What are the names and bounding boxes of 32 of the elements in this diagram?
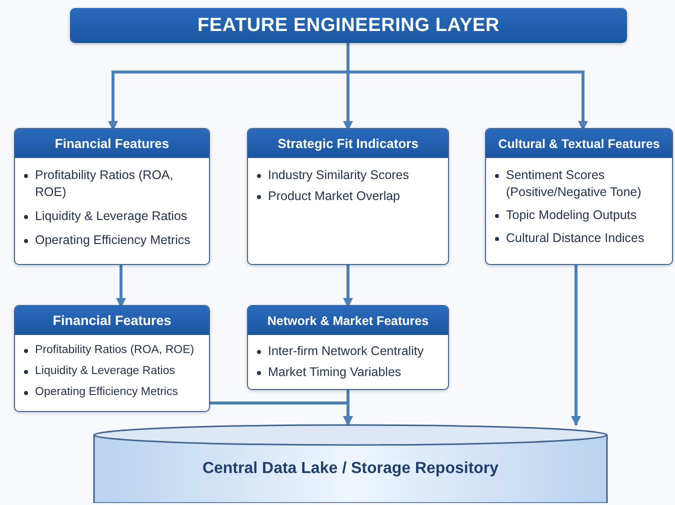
feature-card [247,128,449,265]
bullet-item: Profitability Ratios (ROA, ROE) [23,167,205,201]
arrow [343,390,353,426]
feature-card [14,128,210,265]
bullet-item: Cultural Distance Indices [494,230,668,247]
feature-card [485,128,673,265]
cylinder-label: Central Data Lake / Storage Repository [202,460,499,478]
storage-cylinder [93,423,608,503]
bullet-item: Inter-firm Network Centrality [256,343,444,360]
layer-banner [70,8,627,43]
bullet-item: Profitability Ratios (ROA, ROE) [23,342,205,359]
bullet-item: Market Timing Variables [256,364,444,381]
bullet-item: Sentiment Scores (Positive/Negative Tone) [494,167,668,201]
card-heading: Financial Features [15,306,209,335]
card-heading: Network & Market Features [248,306,448,335]
bullet-item: Liquidity & Leverage Ratios [23,208,205,225]
arrow [346,43,588,131]
feature-card [247,305,449,390]
card-heading: Cultural & Textual Features [486,129,672,158]
bullet-item: Industry Similarity Scores [256,167,444,184]
card-heading: Financial Features [15,129,209,158]
bullet-item: Liquidity & Leverage Ratios [23,363,205,380]
banner-title: FEATURE ENGINEERING LAYER [197,14,500,36]
bullet-item: Operating Efficiency Metrics [23,232,205,249]
bullet-item: Product Market Overlap [256,188,444,205]
bullet-item: Operating Efficiency Metrics [23,384,205,401]
arrow [571,265,581,426]
arrow [116,265,126,308]
arrow [343,265,353,308]
card-heading: Strategic Fit Indicators [248,129,448,158]
bullet-item: Topic Modeling Outputs [494,207,668,224]
feature-card [14,305,210,412]
